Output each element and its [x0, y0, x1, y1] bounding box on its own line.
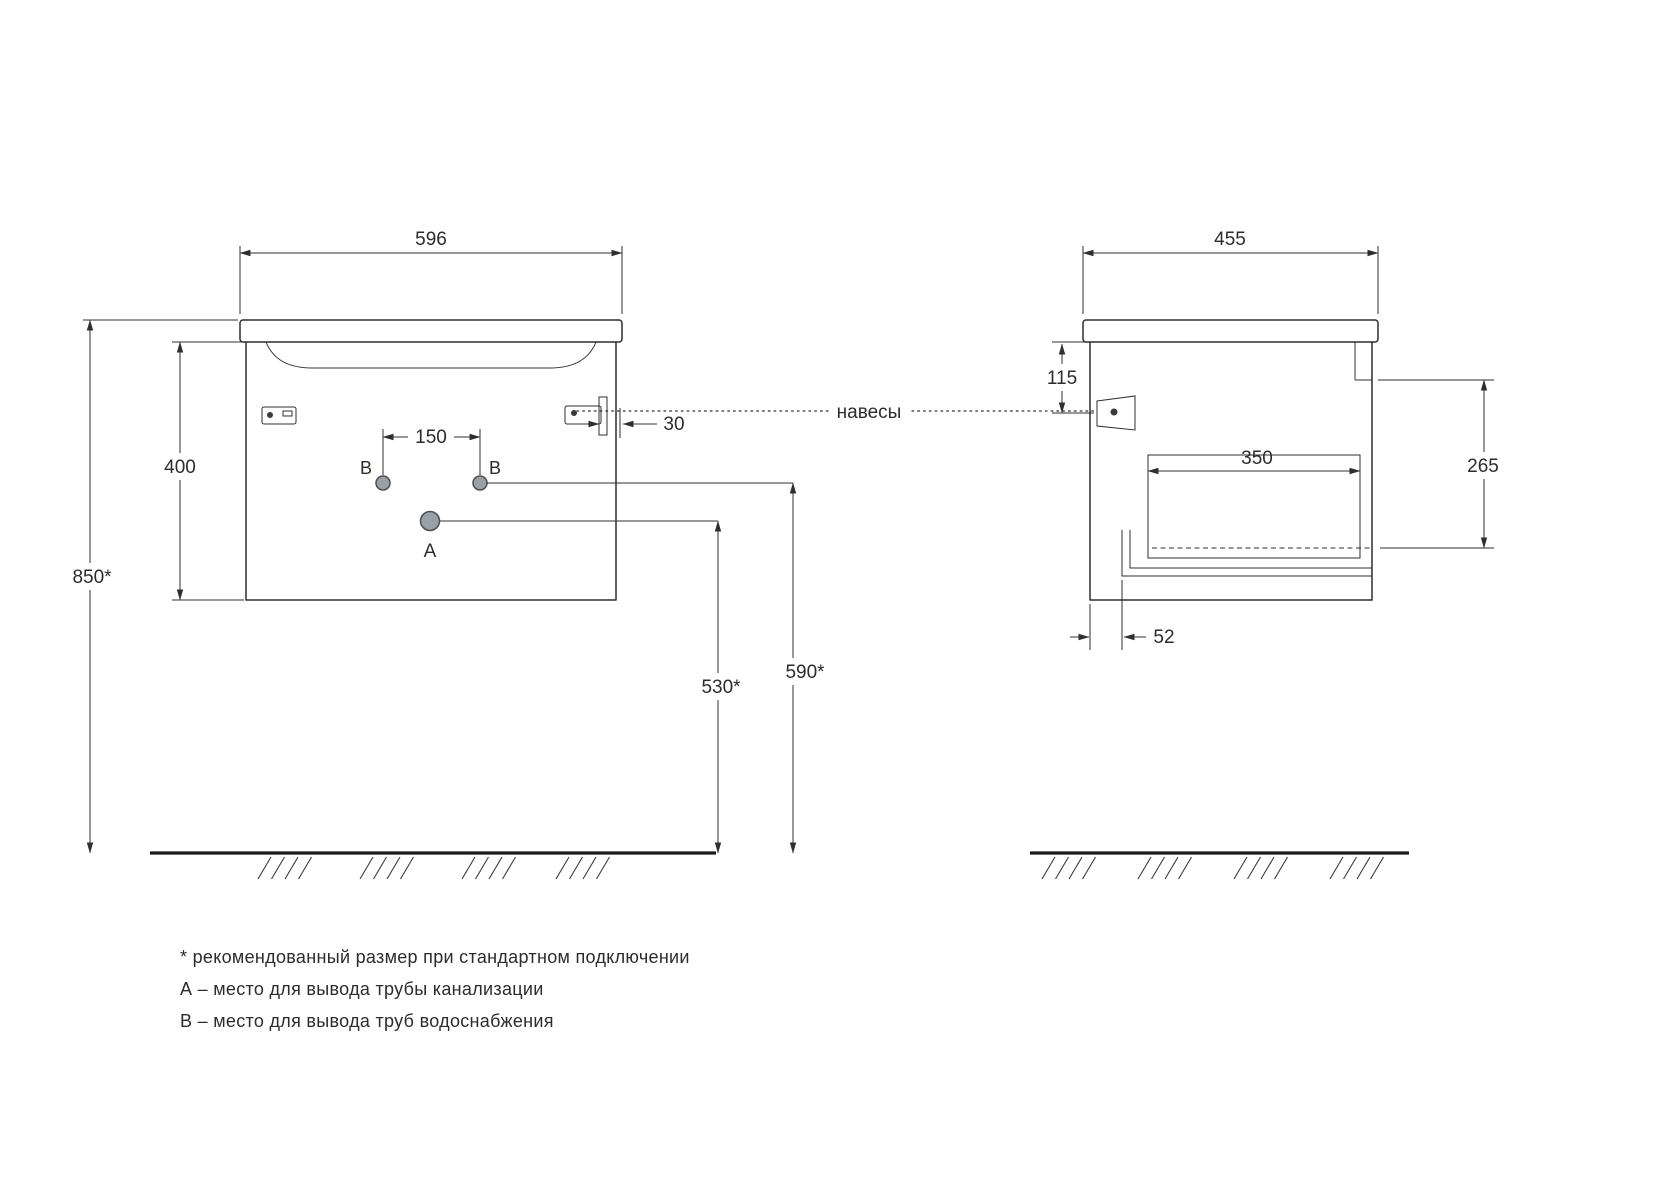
- dim-drawer-depth-label: 350: [1241, 448, 1273, 469]
- notes: * рекомендованный размер при стандартном…: [180, 947, 690, 1031]
- dim-hinge-top-offset: 115: [1040, 341, 1094, 414]
- dim-supply-height: 590*: [777, 482, 834, 854]
- front-view: 596 400 850* 150 B B: [63, 229, 834, 854]
- dim-install-height: 850*: [63, 319, 238, 854]
- drain-point: A: [419, 510, 441, 562]
- note-recommended: * рекомендованный размер при стандартном…: [180, 947, 690, 967]
- hangers-leader: навесы: [576, 402, 1097, 423]
- note-point-a: А – место для вывода трубы канализации: [180, 979, 544, 999]
- right-hinge: [564, 396, 621, 438]
- dim-drawer-depth: 350: [1147, 448, 1361, 475]
- point-b-left-label: B: [360, 458, 372, 478]
- hangers-label: навесы: [837, 402, 902, 423]
- floor-right: [1030, 851, 1409, 880]
- dim-depth-label: 455: [1214, 229, 1246, 250]
- dim-cabinet-height-label: 400: [164, 457, 196, 478]
- side-hanger-bracket: [1096, 395, 1136, 431]
- dim-back-clearance: 52: [1070, 580, 1175, 650]
- dim-hinge-offset-label: 30: [663, 414, 684, 435]
- dim-hinge-offset: 30: [584, 414, 685, 435]
- point-a: [419, 510, 441, 532]
- dim-cabinet-height: 400: [157, 341, 244, 601]
- dim-drain-height: 530*: [693, 520, 750, 854]
- dim-supply-spacing-label: 150: [415, 427, 447, 448]
- side-view: 455 115 265 350 52: [1040, 229, 1507, 650]
- left-hinge: [261, 406, 297, 425]
- front-basin-curve: [265, 341, 597, 369]
- dim-hinge-top-offset-label: 115: [1047, 368, 1077, 389]
- supply-points: 150 B B: [360, 423, 501, 491]
- dim-front-width: 596: [239, 229, 623, 314]
- note-point-b: В – место для вывода труб водоснабжения: [180, 1011, 554, 1031]
- front-countertop: [239, 319, 623, 343]
- side-cabinet-body: [1089, 341, 1373, 601]
- floor-left: [150, 851, 716, 880]
- point-b-left: [375, 475, 391, 491]
- dim-drain-height-label: 530*: [701, 677, 741, 698]
- dim-supply-height-label: 590*: [785, 662, 825, 683]
- point-a-label: A: [424, 541, 437, 562]
- front-cabinet-body: [245, 341, 617, 601]
- side-countertop: [1082, 319, 1379, 343]
- dim-depth: 455: [1082, 229, 1379, 314]
- point-b-right-label: B: [489, 458, 501, 478]
- point-b-right: [472, 475, 488, 491]
- dim-front-panel-height-label: 265: [1467, 456, 1499, 477]
- dim-front-width-label: 596: [415, 229, 447, 250]
- dim-install-height-label: 850*: [72, 567, 112, 588]
- dim-front-panel-height: 265: [1378, 379, 1507, 549]
- dim-back-clearance-label: 52: [1153, 627, 1174, 648]
- drawer-box: [1121, 454, 1372, 577]
